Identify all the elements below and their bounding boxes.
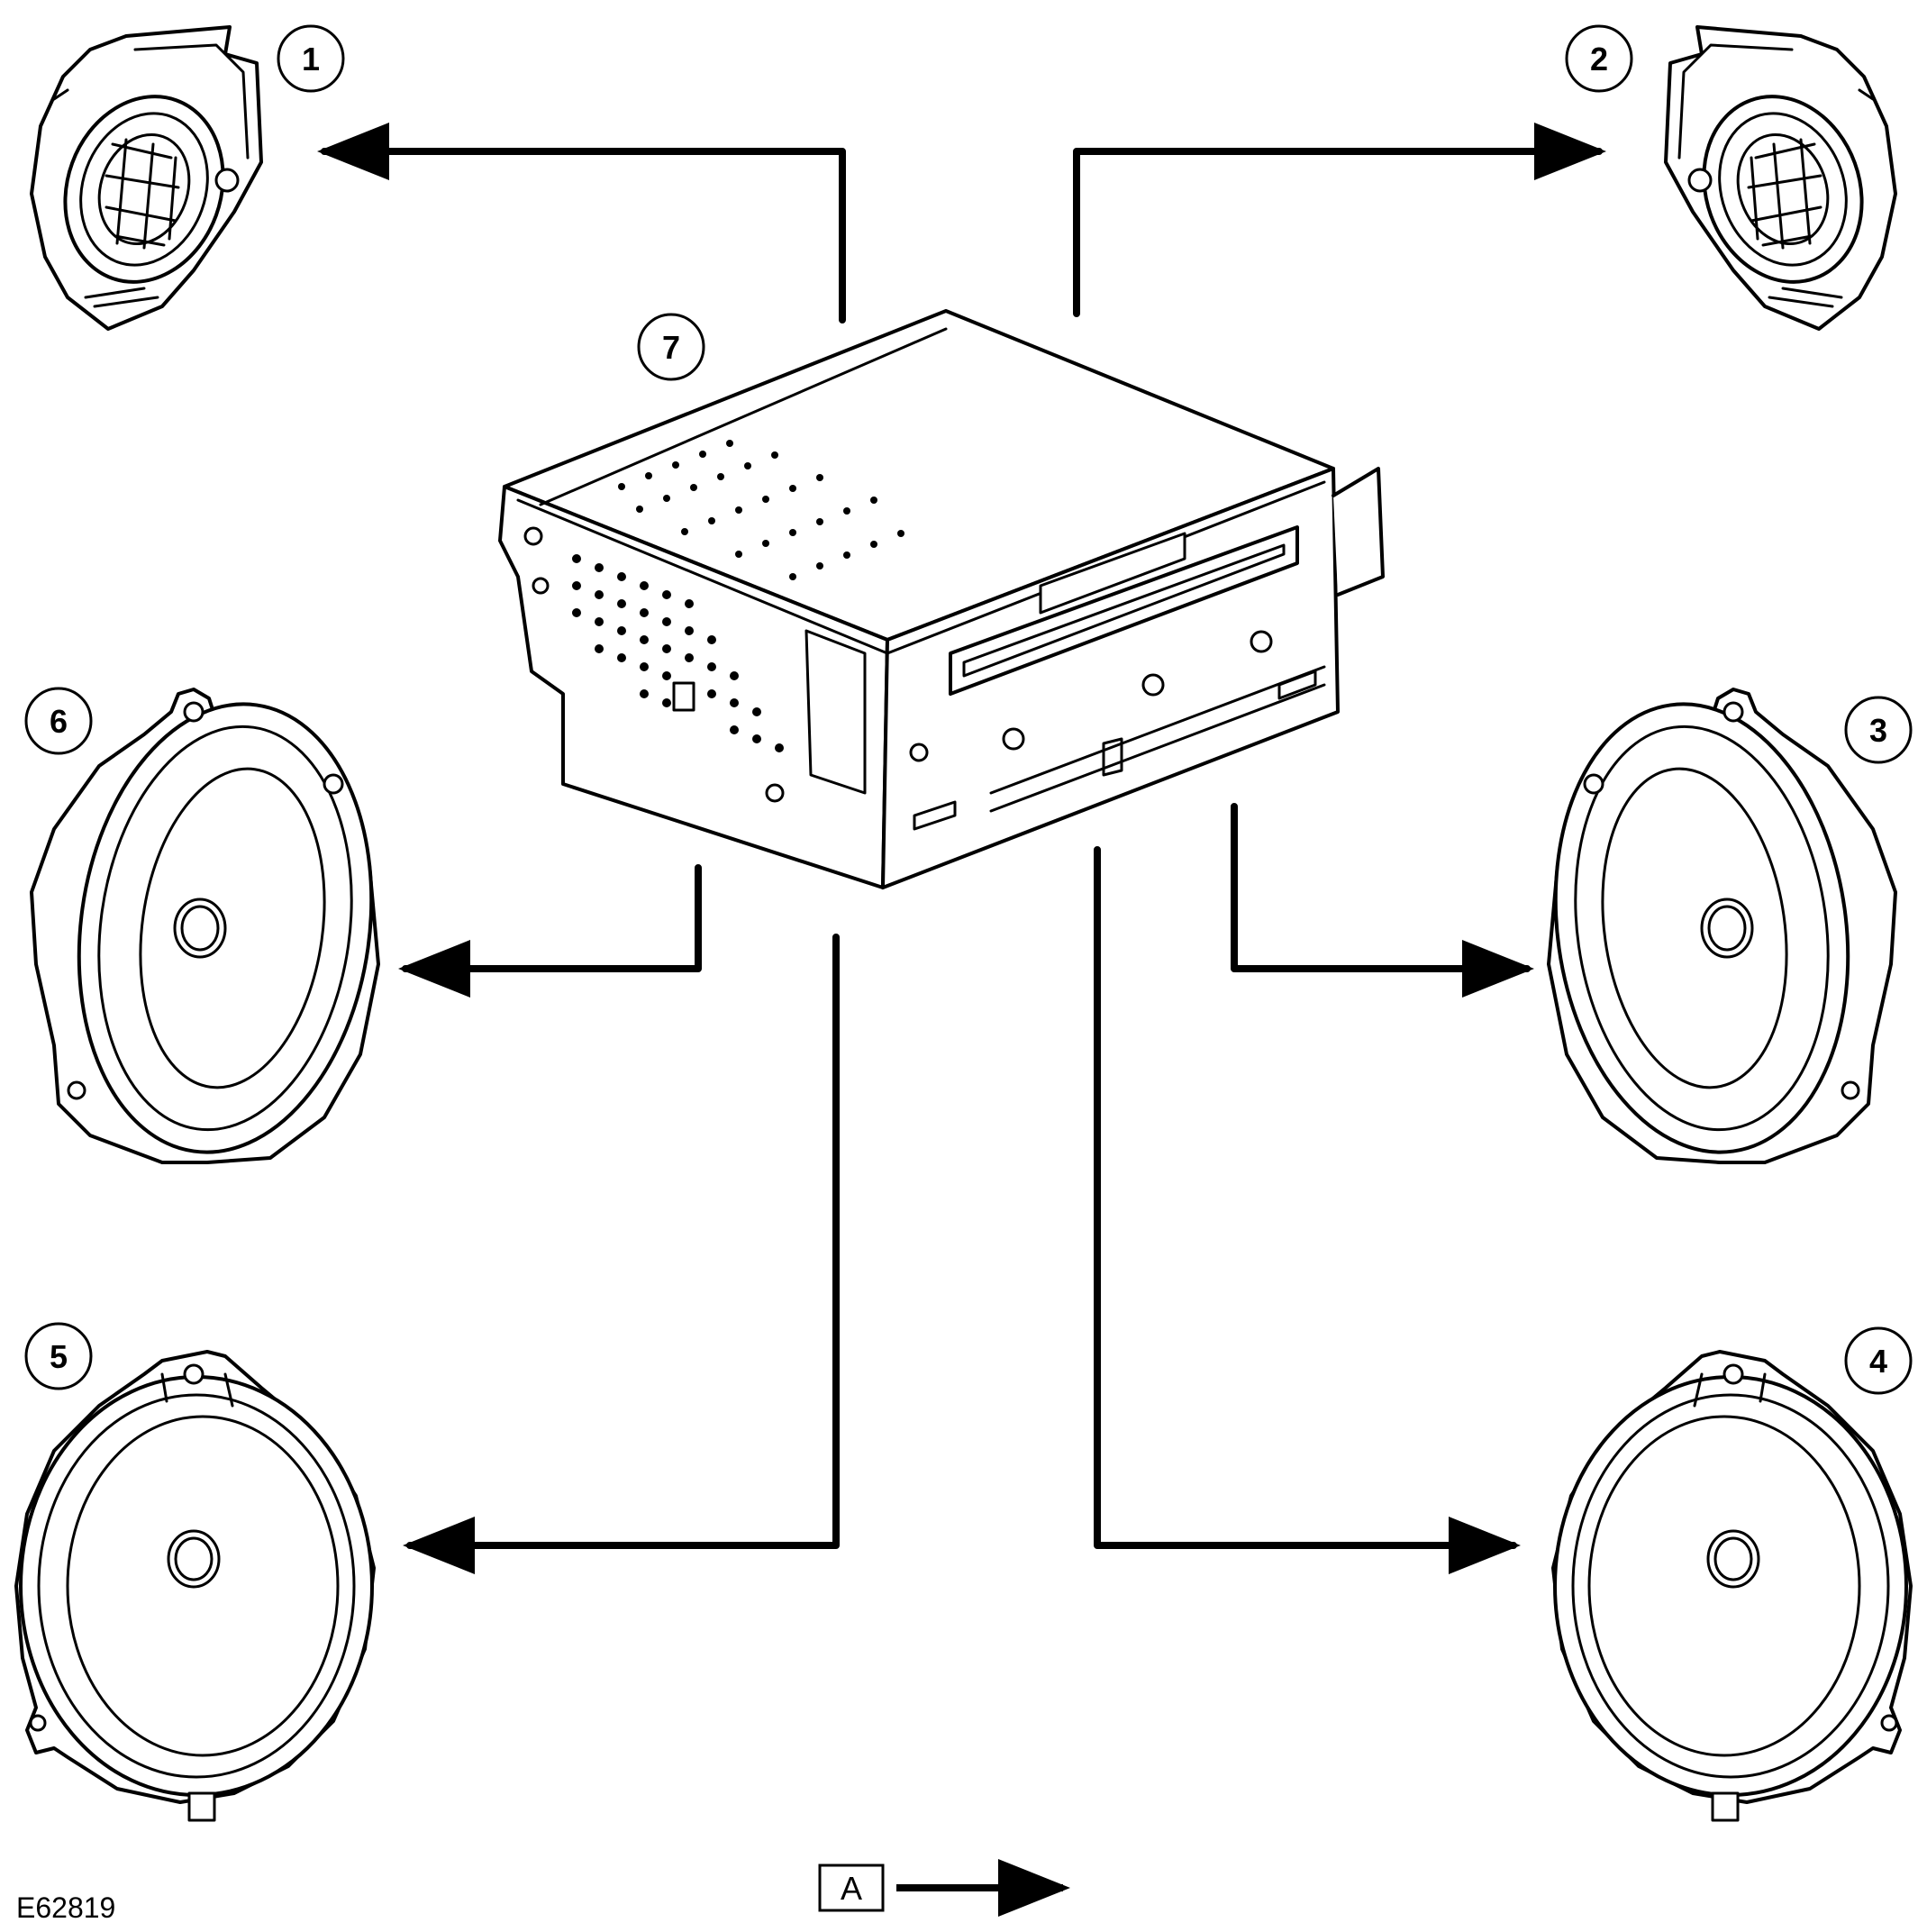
callout-6-label: 6 — [50, 703, 68, 740]
callout-4-label: 4 — [1869, 1343, 1887, 1380]
route-line-to-1 — [317, 123, 846, 324]
callout-4-circle — [1844, 1326, 1913, 1395]
audio-unit-7 — [498, 309, 1385, 889]
door-speaker-4 — [1551, 1350, 1913, 1822]
route-line-to-4 — [1094, 846, 1521, 1574]
callout-1-circle — [277, 24, 345, 93]
callout-1: 1 — [277, 24, 345, 93]
callout-7-circle — [637, 313, 705, 381]
route-line-to-3 — [1231, 803, 1534, 998]
legend-key: A — [818, 1859, 1070, 1917]
callout-2: 2 — [1565, 24, 1633, 93]
route-line-to-5 — [403, 934, 840, 1574]
legend-key-box — [818, 1864, 885, 1912]
route-line-to-2 — [1073, 123, 1606, 317]
signal-routing-lines — [317, 123, 1606, 1574]
callout-2-label: 2 — [1590, 41, 1608, 77]
callout-7-label: 7 — [662, 329, 680, 366]
callout-3: 3 — [1844, 696, 1913, 764]
callout-7: 7 — [637, 313, 705, 381]
callout-6: 6 — [24, 687, 93, 755]
door-speaker-5 — [14, 1350, 376, 1822]
callout-2-circle — [1565, 24, 1633, 93]
callout-5-label: 5 — [50, 1338, 68, 1375]
door-speaker-6 — [30, 688, 380, 1164]
tweeter-speaker-2 — [1664, 25, 1897, 331]
side-vent-holes — [572, 554, 784, 752]
callout-4: 4 — [1844, 1326, 1913, 1395]
callout-6-circle — [24, 687, 93, 755]
legend-key-letter: A — [841, 1870, 862, 1907]
callout-3-label: 3 — [1869, 712, 1887, 749]
callout-3-circle — [1844, 696, 1913, 764]
route-line-to-6 — [398, 864, 702, 998]
top-vent-holes — [618, 440, 904, 580]
door-speaker-3 — [1547, 688, 1897, 1164]
figure-id: E62819 — [16, 1891, 115, 1924]
tweeter-speaker-1 — [30, 25, 263, 331]
callout-5: 5 — [24, 1322, 93, 1390]
callout-1-label: 1 — [302, 41, 320, 77]
callout-5-circle — [24, 1322, 93, 1390]
